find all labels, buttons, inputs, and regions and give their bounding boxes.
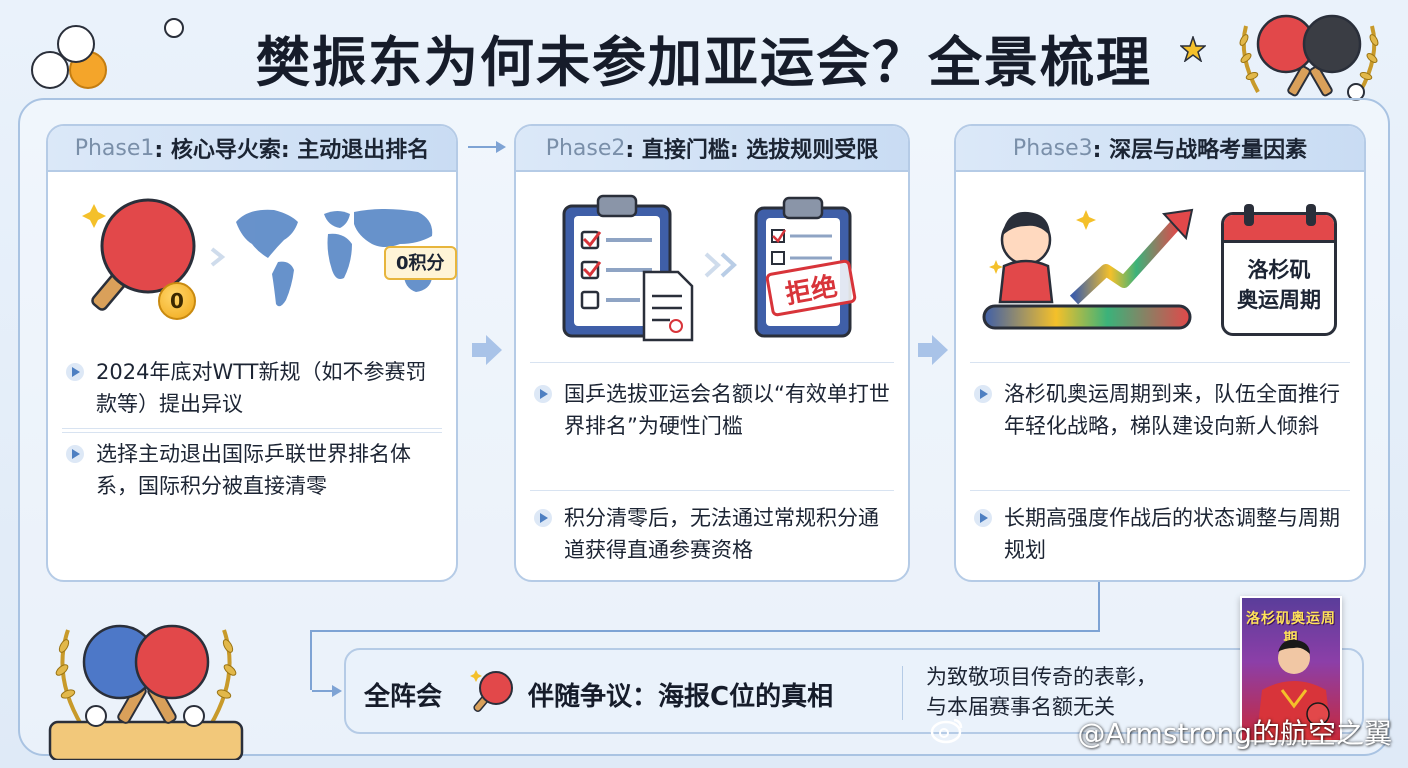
phase1-bullet-2: 选择主动退出国际乒联世界排名体系，国际积分被直接清零 — [66, 438, 444, 502]
flow-connector — [310, 630, 312, 690]
trophy-paddles-icon — [1239, 14, 1379, 101]
phase2-bullet-1: 国乒选拔亚运会名额以“有效单打世界排名”为硬性门槛 — [534, 378, 896, 442]
phase1-card: Phase1 : 核心导火索: 主动退出排名 2024年底对WTT新规（如不参赛… — [46, 124, 458, 582]
calendar-icon: 洛杉矶 奥运周期 — [1221, 212, 1337, 336]
bottom-left-label: 全阵会 — [364, 682, 443, 712]
growth-arrow-icon — [982, 208, 1194, 330]
bottom-summary-box: 全阵会 伴随争议：海报C位的真相 为致敬项目传奇的表彰， 与本届赛事名额无关 — [344, 648, 1364, 734]
ping-pong-balls-icon — [31, 18, 184, 89]
ping-pong-paddle-icon — [470, 670, 513, 712]
bullet-marker-icon — [974, 385, 992, 403]
world-map-icon — [236, 209, 433, 307]
phase3-card: Phase3 : 深层与战略考量因素 洛杉矶奥运周期到来，队伍全面推行年轻化战略… — [954, 124, 1366, 582]
phase3-heading: : 深层与战略考量因素 — [1092, 138, 1308, 163]
chevron-arrow-icon — [918, 335, 948, 365]
arrow-right-icon — [468, 141, 506, 153]
phase2-bullet-2: 积分清零后，无法通过常规积分通道获得直通参赛资格 — [534, 502, 896, 566]
phase1-bullet-1: 2024年底对WTT新规（如不参赛罚款等）提出异议 — [66, 356, 444, 420]
bullet-marker-icon — [66, 363, 84, 381]
zero-points-badge: 0 — [158, 282, 196, 320]
phase3-bullet-1: 洛杉矶奥运周期到来，队伍全面推行年轻化战略，梯队建设向新人倾斜 — [974, 378, 1352, 442]
bullet-marker-icon — [974, 509, 992, 527]
chevron-arrow-icon — [472, 335, 502, 365]
phase1-prefix: Phase1 — [74, 135, 155, 161]
phase1-heading: : 核心导火索: 主动退出排名 — [154, 138, 430, 163]
bottom-divider — [902, 666, 903, 720]
athlete-figure-icon — [1256, 639, 1332, 740]
calendar-line1: 洛杉矶 — [1247, 258, 1311, 282]
bullet-marker-icon — [534, 509, 552, 527]
phase1-divider — [62, 432, 442, 433]
event-poster-image: 洛杉矶奥运周期 — [1240, 596, 1342, 742]
zero-points-tag: 0积分 — [384, 246, 457, 280]
ping-pong-paddle-icon — [82, 198, 196, 311]
bullet-marker-icon — [534, 385, 552, 403]
bullet-marker-icon — [66, 445, 84, 463]
clipboard-checklist-icon — [562, 194, 694, 342]
trophy-paddles-icon — [48, 624, 244, 760]
calendar-rings-icon — [1244, 204, 1316, 226]
page-title: 樊振东为何未参加亚运会？全景梳理 — [256, 31, 1152, 94]
bottom-mid-label: 伴随争议：海报C位的真相 — [528, 682, 834, 712]
chevron-right-icon — [210, 247, 226, 267]
calendar-line2: 奥运周期 — [1237, 288, 1321, 312]
phase2-heading: : 直接门槛: 选拔规则受限 — [625, 138, 879, 163]
weibo-icon — [930, 718, 963, 744]
flow-connector — [1098, 582, 1100, 630]
watermark: @Armstrong的航空之翼 — [1077, 717, 1392, 750]
phase2-header: Phase2 : 直接门槛: 选拔规则受限 — [516, 126, 908, 172]
phase3-header: Phase3 : 深层与战略考量因素 — [956, 126, 1364, 172]
star-icon — [1180, 36, 1206, 62]
phase2-prefix: Phase2 — [545, 135, 626, 161]
chevron-double-right-icon — [704, 252, 737, 278]
flow-connector — [310, 630, 1100, 632]
phase1-header: Phase1 : 核心导火索: 主动退出排名 — [48, 126, 456, 172]
bottom-right-text: 为致敬项目传奇的表彰， 与本届赛事名额无关 — [926, 665, 1157, 719]
phase3-bullet-2: 长期高强度作战后的状态调整与周期规划 — [974, 502, 1352, 566]
arrow-right-icon — [312, 685, 342, 697]
phase3-prefix: Phase3 — [1012, 135, 1093, 161]
phase2-card: Phase2 : 直接门槛: 选拔规则受限 国乒选拔亚运会名额以“有效单打世界排… — [514, 124, 910, 582]
